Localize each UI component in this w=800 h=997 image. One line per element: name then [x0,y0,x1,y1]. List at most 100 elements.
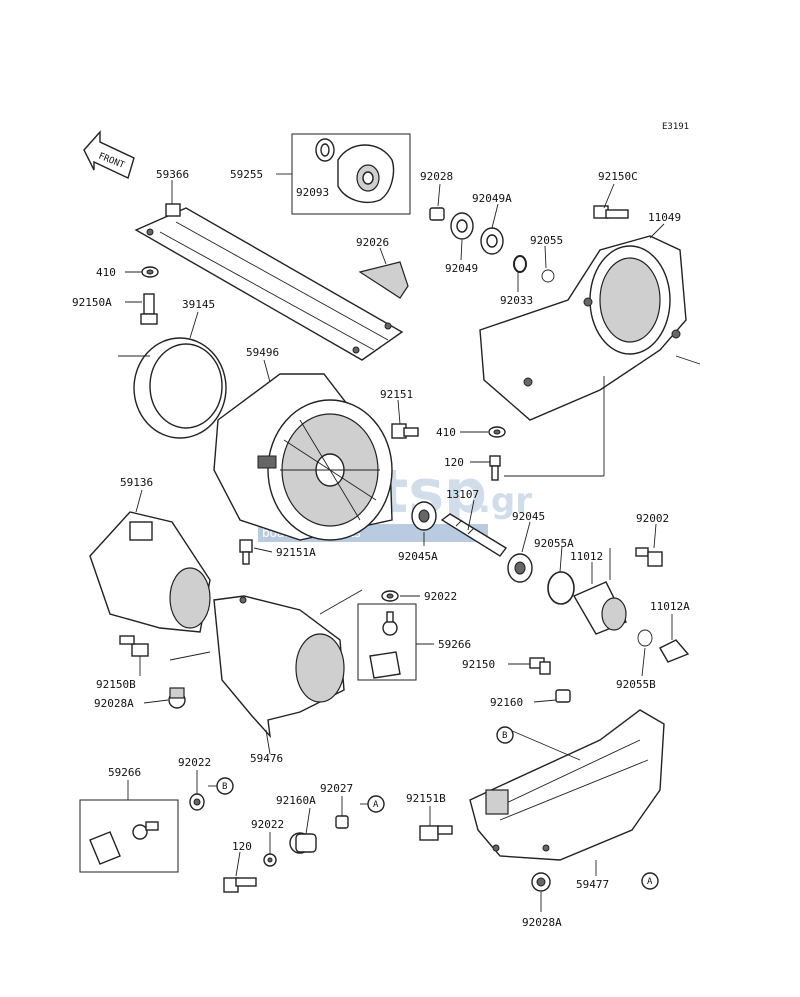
bushing-92028A-lower [531,872,551,892]
bolt-92150 [529,657,551,675]
bushing-92160A [289,832,317,854]
label-92055: 92055 [530,234,563,247]
bolt-120-upper [489,455,501,481]
o-ring-92055 [541,269,555,283]
label-92028A: 92028A [94,697,134,710]
label-92049: 92049 [445,262,478,275]
label-59266-lower: 59266 [108,766,141,779]
label-92022-upper: 92022 [424,590,457,603]
nozzle-59136 [89,511,211,633]
washer-92022-small [263,853,277,867]
washer-410-lower [488,426,506,438]
ball-joint-59266-lower [89,821,159,865]
front-arrow-icon: FRONT [83,130,135,179]
diagram-code: E3191 [662,122,689,132]
ring-39145 [133,337,227,439]
label-59136: 59136 [120,476,153,489]
pump-bracket-11049 [479,235,687,421]
label-13107: 13107 [446,488,479,501]
label-92045A: 92045A [398,550,438,563]
label-92033: 92033 [500,294,533,307]
label-11012A: 11012A [650,600,690,613]
collar-92027 [335,815,349,829]
label-59496: 59496 [246,346,279,359]
reverse-bucket-59477 [469,709,665,861]
callout-b-lower: B [496,726,514,744]
label-92160: 92160 [490,696,523,709]
label-120-upper: 120 [444,456,464,469]
cone-cap-11012A [659,639,690,663]
label-92055A: 92055A [534,537,574,550]
label-120-lower: 120 [232,840,252,853]
label-92150B: 92150B [96,678,136,691]
label-92055B: 92055B [616,678,656,691]
label-92045: 92045 [512,510,545,523]
label-410-lower: 410 [436,426,456,439]
leader-lines [118,173,701,912]
bearing-92045A [411,501,437,531]
bearing-92049A [480,227,504,255]
bearing-92045 [507,553,533,583]
label-92022-lower: 92022 [178,756,211,769]
wedge-92026 [358,261,409,299]
washer-410-upper [141,266,159,278]
circlip-92033 [513,255,527,273]
bushing-92160 [555,689,571,703]
deflector-59476 [213,595,345,739]
label-59366: 59366 [156,168,189,181]
label-92002: 92002 [636,512,669,525]
label-92028A-lower: 92028A [522,916,562,929]
callout-a-upper: A [367,795,385,813]
label-92049A: 92049A [472,192,512,205]
bolt-92150B [119,635,149,657]
svg-text:B: B [502,731,507,741]
svg-text:A: A [647,877,653,887]
pump-cover-plate-59366 [134,203,404,361]
bolt-92150C [593,205,629,219]
bearing-92049 [450,212,474,240]
label-92150A: 92150A [72,296,112,309]
washer-92022-upper [381,590,399,602]
label-92150: 92150 [462,658,495,671]
label-59266-upper: 59266 [438,638,471,651]
part-labels: 59366 59255 92093 92028 92049A 92150C 11… [72,168,690,929]
label-92151A: 92151A [276,546,316,559]
bolt-92150A [140,293,158,325]
label-410-upper: 410 [96,266,116,279]
label-92151B: 92151B [406,792,446,805]
label-59477: 59477 [576,878,609,891]
o-ring-92055B [637,629,653,647]
bolt-120-lower [223,877,257,893]
label-11012: 11012 [570,550,603,563]
svg-text:A: A [373,800,379,810]
label-92151: 92151 [380,388,413,401]
ball-joint-box-upper [357,603,417,681]
bolt-92151 [391,423,419,439]
label-92027: 92027 [320,782,353,795]
label-92028: 92028 [420,170,453,183]
callout-a-lower: A [641,872,659,890]
o-ring-92055A [547,571,575,605]
shaft-13107 [440,513,508,557]
label-92150C: 92150C [598,170,638,183]
impeller-part [315,138,395,204]
svg-text:B: B [222,782,227,792]
label-39145: 39145 [182,298,215,311]
bushing-92028 [429,207,445,221]
label-92022-small: 92022 [251,818,284,831]
bushing-92028A [168,687,186,709]
cap-11012 [573,581,627,635]
ball-joint-box-lower [79,799,179,873]
label-92093: 92093 [296,186,329,199]
washer-92022-lower [189,793,205,811]
pump-housing-59496 [213,373,393,541]
label-11049: 11049 [648,211,681,224]
bolt-92151B [419,825,453,841]
bolt-92002 [635,547,663,567]
label-59255: 59255 [230,168,263,181]
watermark-suffix: .gr [478,481,532,521]
label-92160A: 92160A [276,794,316,807]
ball-joint-59266-upper [369,611,401,679]
